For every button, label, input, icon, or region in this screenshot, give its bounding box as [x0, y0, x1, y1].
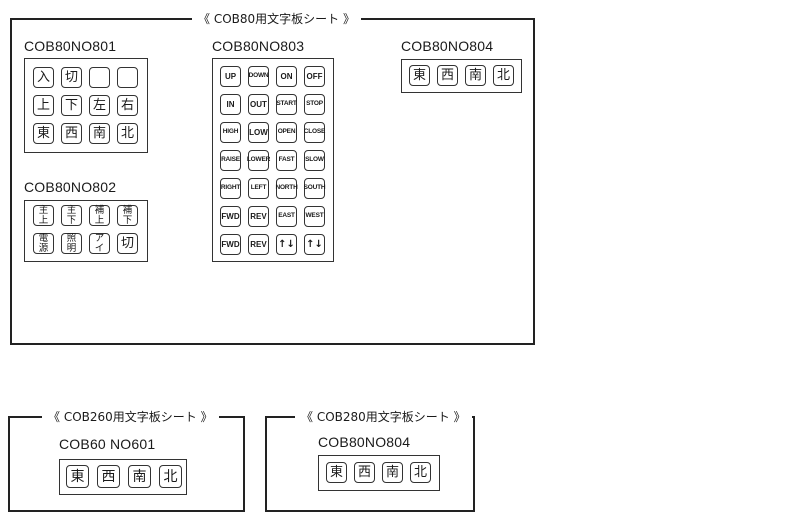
key-no803: CLOSE — [304, 122, 325, 143]
key-no802: 照明 — [61, 233, 82, 254]
key-no803: EAST — [276, 206, 297, 227]
key-no802: 主下 — [61, 205, 82, 226]
key-no804: 南 — [465, 65, 486, 86]
key-no804b: 西 — [354, 462, 375, 483]
plate-no803: UP DOWN ON OFF IN OUT START STOP HIGH LOW OPEN CLOS… — [212, 58, 334, 262]
key-no803: RIGHT — [220, 178, 241, 199]
key-no803: WEST — [304, 206, 325, 227]
key-no802: 電源 — [33, 233, 54, 254]
key-no801: 西 — [61, 123, 82, 144]
plate-no804b: 東西南北 — [318, 455, 440, 491]
key-no802-bottom: 源 — [38, 242, 49, 254]
key-no803: LEFT — [248, 178, 269, 199]
key-no803: REV — [248, 206, 269, 227]
cob260-sheet-title: 《 COB260用文字板シート 》 — [42, 408, 219, 426]
key-no802: 補上 — [89, 205, 110, 226]
key-no601: 西 — [97, 465, 120, 488]
key-no801: 入 — [33, 67, 54, 88]
key-no803: NORTH — [275, 178, 298, 199]
key-no801: 右 — [117, 95, 138, 116]
model-label-no803: COB80NO803 — [212, 38, 305, 54]
key-no801: 上 — [33, 95, 54, 116]
key-no801: 東 — [33, 123, 54, 144]
key-no802-bottom: 明 — [66, 242, 77, 254]
key-no802-top: ア — [94, 233, 105, 244]
key-no803: FWD — [220, 234, 241, 255]
key-no803: IN — [220, 94, 241, 115]
key-no801: 南 — [89, 123, 110, 144]
key-no802-top: 補 — [94, 205, 105, 216]
cob80-sheet-frame: 《 COB80用文字板シート 》 — [10, 10, 535, 345]
key-no802: 主上 — [33, 205, 54, 226]
key-no803: SOUTH — [304, 178, 326, 199]
key-no803: ↑↓ — [304, 234, 325, 255]
key-no803: STOP — [304, 94, 325, 115]
key-no803: LOW — [248, 122, 269, 143]
key-no803: OFF — [304, 66, 325, 87]
key-no804: 西 — [437, 65, 458, 86]
key-no803: OPEN — [276, 122, 297, 143]
key-no601: 北 — [159, 465, 182, 488]
cob80-sheet-title: 《 COB80用文字板シート 》 — [192, 10, 361, 28]
key-no601: 東 — [66, 465, 89, 488]
key-no803: START — [276, 94, 297, 115]
key-no802-bottom: 上 — [94, 214, 105, 226]
cob280-sheet-frame: 《 COB280用文字板シート 》 — [265, 408, 475, 512]
cob260-sheet-frame: 《 COB260用文字板シート 》 — [8, 408, 245, 512]
key-no801: 下 — [61, 95, 82, 116]
key-no802-top: 切 — [120, 235, 134, 251]
key-no802-bottom: イ — [94, 242, 105, 254]
key-no802-top: 電 — [38, 233, 49, 244]
key-no802-top: 照 — [66, 233, 77, 244]
key-no803: ↑↓ — [276, 234, 297, 255]
key-no803: RAISE — [220, 150, 241, 171]
key-no804b: 南 — [382, 462, 403, 483]
key-no804b: 北 — [410, 462, 431, 483]
model-label-no601: COB60 NO601 — [59, 436, 156, 452]
plate-no804: 東西南北 — [401, 59, 522, 93]
key-no803: OUT — [248, 94, 269, 115]
key-no804: 北 — [493, 65, 514, 86]
key-no801 — [117, 67, 138, 88]
model-label-no801: COB80NO801 — [24, 38, 117, 54]
key-no803: REV — [248, 234, 269, 255]
key-no801 — [89, 67, 110, 88]
key-no802-bottom: 下 — [122, 214, 133, 226]
key-no802-bottom: 下 — [66, 214, 77, 226]
key-no803: HIGH — [220, 122, 241, 143]
key-no804: 東 — [409, 65, 430, 86]
key-no801: 左 — [89, 95, 110, 116]
plate-no601: 東西南北 — [59, 459, 187, 495]
key-no803: FWD — [220, 206, 241, 227]
key-no803: ON — [276, 66, 297, 87]
key-no802-bottom: 上 — [38, 214, 49, 226]
key-no803: UP — [220, 66, 241, 87]
key-no803: SLOW — [304, 150, 325, 171]
key-no801: 北 — [117, 123, 138, 144]
key-no802-top: 補 — [122, 205, 133, 216]
key-no601: 南 — [128, 465, 151, 488]
key-no803: FAST — [276, 150, 297, 171]
key-no802-top: 主 — [66, 205, 77, 216]
key-no803: LOWER — [247, 150, 270, 171]
key-no804b: 東 — [326, 462, 347, 483]
key-no801: 切 — [61, 67, 82, 88]
model-label-no804: COB80NO804 — [401, 38, 494, 54]
plate-no801: 入切上下左右東西南北 — [24, 58, 148, 153]
key-no803: DOWN — [248, 66, 269, 87]
model-label-no804b: COB80NO804 — [318, 434, 411, 450]
cob280-sheet-title: 《 COB280用文字板シート 》 — [295, 408, 472, 426]
key-no802: 補下 — [117, 205, 138, 226]
model-label-no802: COB80NO802 — [24, 179, 117, 195]
plate-no802: 主上主下補上補下電源照明アイ切 — [24, 200, 148, 262]
key-no802-top: 主 — [38, 205, 49, 216]
key-no802: 切 — [117, 233, 138, 254]
key-no802: アイ — [89, 233, 110, 254]
